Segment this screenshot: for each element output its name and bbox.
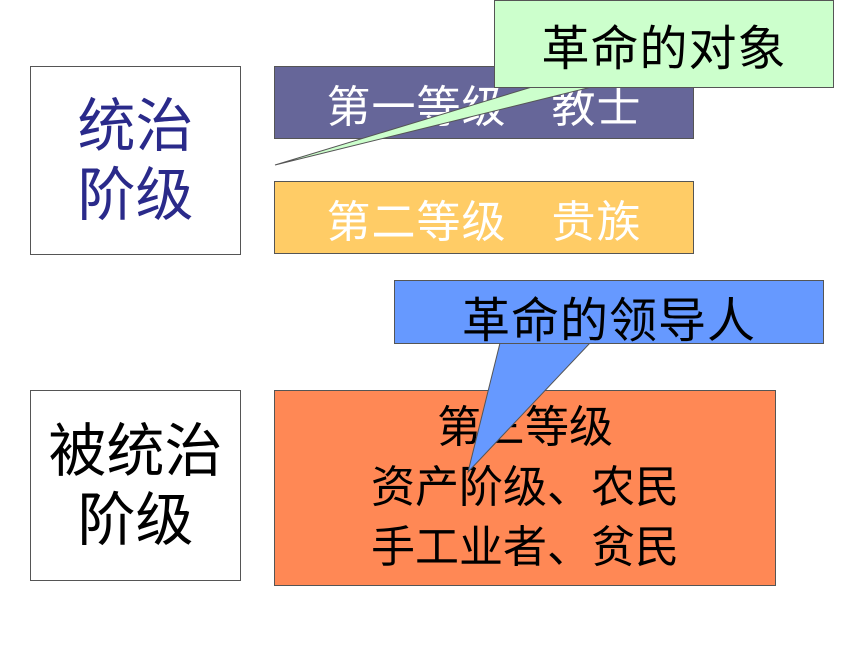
revolution-leader-text: 革命的领导人: [461, 293, 756, 349]
ruling-class-line1: 统治: [77, 92, 194, 161]
third-estate-line2: 资产阶级、农民: [371, 461, 679, 513]
leader-callout-pointer: [467, 342, 592, 474]
object-callout-pointer: [274, 79, 621, 166]
revolution-object-text: 革命的对象: [541, 21, 787, 77]
ruled-class-line2: 阶级: [77, 485, 194, 554]
second-estate-label: 第二等级 贵族: [326, 196, 642, 248]
third-estate-line3: 手工业者、贫民: [371, 522, 679, 574]
ruled-class-line1: 被统治: [48, 417, 223, 486]
ruled-class-box: 被统治 阶级: [30, 390, 241, 581]
revolution-leader-callout: 革命的领导人: [394, 280, 824, 349]
ruling-class-line2: 阶级: [77, 160, 194, 229]
revolution-object-callout: 革命的对象: [494, 0, 834, 88]
second-estate-box: 第二等级 贵族: [274, 181, 694, 254]
ruling-class-box: 统治 阶级: [30, 66, 241, 255]
